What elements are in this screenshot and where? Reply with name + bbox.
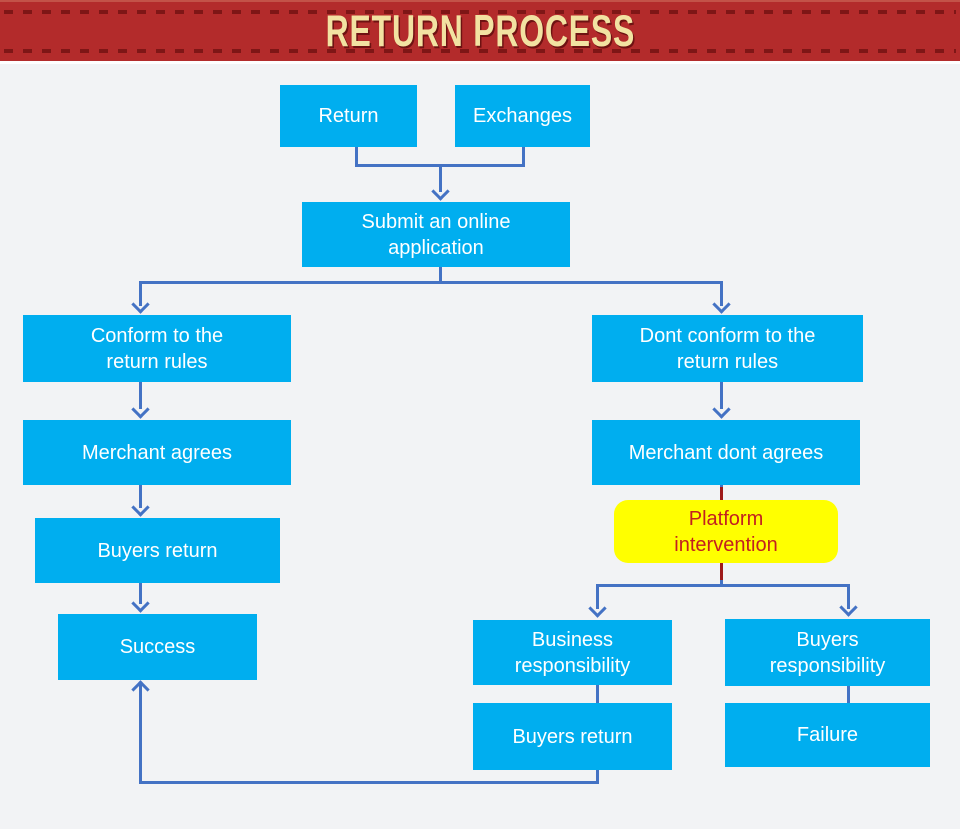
arrowhead-into-buyers-responsibility	[839, 598, 858, 617]
node-success: Success	[58, 614, 257, 680]
connector-loop-horizontal	[139, 781, 599, 784]
connector-buyers-to-failure	[847, 686, 850, 703]
connector-merge-down	[439, 164, 442, 192]
connector-loop-down	[596, 770, 599, 784]
connector-buyers-down	[847, 584, 850, 609]
node-dont-conform-rules: Dont conform to the return rules	[592, 315, 863, 382]
connector-business-down	[596, 584, 599, 609]
node-failure: Failure	[725, 703, 930, 767]
arrowhead-into-submit	[431, 182, 450, 201]
connector-business-to-buyers-return	[596, 685, 599, 703]
connector-buyers-return-to-success	[139, 583, 142, 604]
connector-responsibility-split	[596, 584, 850, 587]
connector-right-branch-down	[720, 281, 723, 306]
banner-divider	[0, 61, 960, 64]
connector-split-horizontal	[139, 281, 723, 284]
node-platform-intervention: Platform intervention	[614, 500, 838, 563]
connector-loop-up	[139, 684, 142, 784]
node-submit-application: Submit an online application	[302, 202, 570, 267]
node-merchant-dont-agrees: Merchant dont agrees	[592, 420, 860, 485]
connector-return-down	[355, 147, 358, 167]
dashed-line-top	[4, 10, 956, 14]
arrowhead-into-business-responsibility	[588, 599, 607, 618]
node-buyers-return-bottom: Buyers return	[473, 703, 672, 770]
arrowhead-into-conform	[131, 295, 150, 314]
header-banner: RETURN PROCESS	[0, 0, 960, 61]
arrowhead-into-merchant-dont-agrees	[712, 400, 731, 419]
page-title: RETURN PROCESS	[325, 6, 635, 56]
connector-exchanges-down	[522, 147, 525, 167]
connector-dont-conform-to-merchant	[720, 382, 723, 409]
node-conform-rules: Conform to the return rules	[23, 315, 291, 382]
node-exchanges: Exchanges	[455, 85, 590, 147]
arrowhead-into-success	[131, 594, 150, 613]
connector-conform-to-merchant	[139, 382, 142, 409]
arrowhead-into-buyers-return-left	[131, 498, 150, 517]
node-return: Return	[280, 85, 417, 147]
node-merchant-agrees: Merchant agrees	[23, 420, 291, 485]
node-buyers-return-left: Buyers return	[35, 518, 280, 583]
arrowhead-into-dont-conform	[712, 295, 731, 314]
node-buyers-responsibility: Buyers responsibility	[725, 619, 930, 686]
connector-left-branch-down	[139, 281, 142, 306]
arrowhead-loop-into-success	[131, 680, 150, 699]
node-business-responsibility: Business responsibility	[473, 620, 672, 685]
connector-submit-down	[439, 267, 442, 284]
arrowhead-into-merchant-agrees	[131, 400, 150, 419]
connector-merchant-to-buyers-return	[139, 485, 142, 508]
dashed-line-bottom	[4, 49, 956, 53]
